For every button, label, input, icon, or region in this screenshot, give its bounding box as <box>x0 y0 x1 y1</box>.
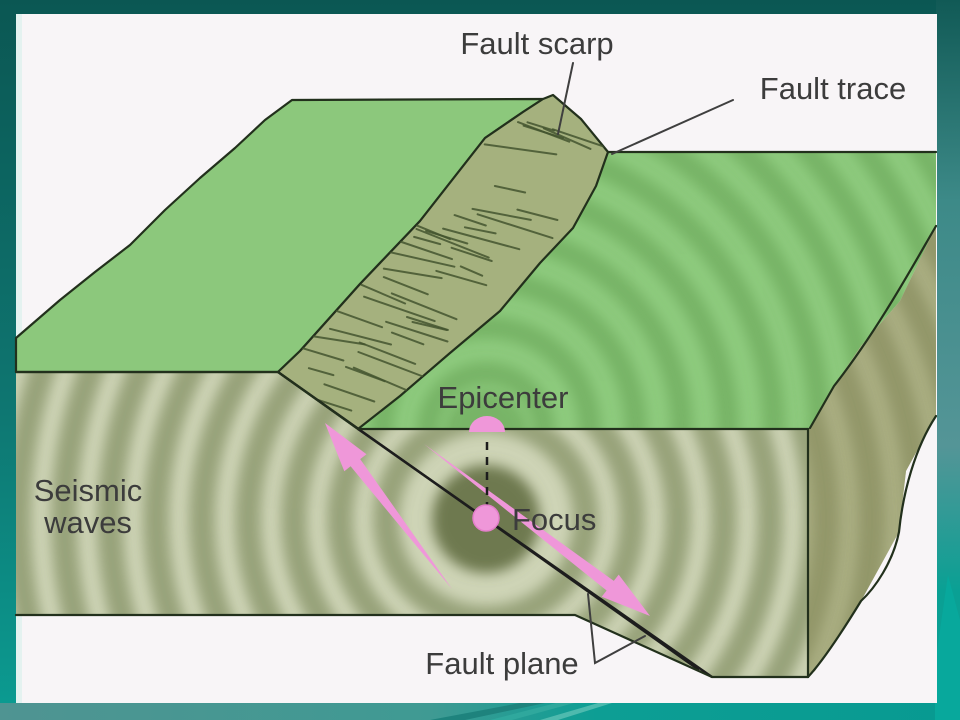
seismic-waves-label-line1: Seismic <box>34 473 143 508</box>
fault-plane-lower-line <box>357 428 713 678</box>
scarp-hatch-stroke <box>450 246 493 262</box>
seismic-wave-ring <box>371 316 601 429</box>
bottom-streak-dark <box>430 703 545 720</box>
bottom-streak-mid <box>490 703 574 720</box>
scarp-hatch-stroke <box>415 228 490 259</box>
fault-scarp-leader-line <box>557 62 574 135</box>
fault-scarp-label: Fault scarp <box>460 26 613 61</box>
scarp-hatch-stroke <box>551 128 608 156</box>
scarp-hatch-stroke <box>399 240 453 261</box>
section-top-edge <box>14 370 810 431</box>
fault-trace-leader-line <box>611 99 734 155</box>
scarp-hatch-stroke <box>390 331 425 346</box>
scarp-hatch-stroke <box>357 351 431 380</box>
leader-lines <box>557 62 734 665</box>
diagram-labels: Fault scarp Fault trace Epicenter Focus … <box>34 26 906 681</box>
motion-arrows <box>325 423 650 616</box>
epicenter-label: Epicenter <box>438 380 569 415</box>
epicenter-mound-shading <box>444 392 528 429</box>
scarp-hatch-stroke <box>442 227 521 251</box>
scarp-hatch-stroke <box>382 267 443 280</box>
scarp-hatch-stroke <box>307 367 335 377</box>
scarp-hatch-stroke <box>483 143 558 156</box>
scarp-hatch-stroke <box>516 208 559 221</box>
scarp-hatch-stroke <box>493 185 527 194</box>
down-right-motion-arrow <box>424 444 650 616</box>
scarp-hatch-stroke <box>459 265 484 277</box>
scarp-hatch-stroke <box>363 295 436 323</box>
seismic-wave-ring <box>189 372 783 677</box>
scarp-hatch-stroke <box>476 213 554 240</box>
scarp-hatch-stroke <box>329 327 392 346</box>
surface-rightface-boundary <box>808 224 938 430</box>
scarp-hatch-stroke <box>453 214 487 227</box>
scarp-hatch-stroke <box>406 316 449 331</box>
rightface-wavy-edge <box>806 414 938 679</box>
focus-marker <box>472 504 500 532</box>
scarp-hatch-stroke <box>298 346 345 362</box>
scarp-hatch-stroke <box>385 320 449 343</box>
fault-plane-label: Fault plane <box>425 646 578 681</box>
epicenter-marker <box>469 416 505 432</box>
seismic-waves-label-line2: waves <box>43 505 132 540</box>
scarp-hatch-stroke <box>435 269 488 287</box>
seismic-wave-ring <box>281 372 691 677</box>
fault-plane-leader-lines <box>587 593 646 665</box>
seismic-wave-ring <box>235 372 737 677</box>
scarp-hatch-stroke <box>463 226 497 235</box>
corner-accent-shape <box>935 575 960 720</box>
scarp-hatch-stroke <box>413 235 442 246</box>
scarp-hatch-stroke <box>542 127 592 150</box>
fault-trace-label: Fault trace <box>760 71 906 106</box>
seismic-wave-ring <box>143 372 808 677</box>
scarp-hatch-stroke <box>358 341 417 365</box>
scarp-hatch-stroke <box>345 365 386 383</box>
up-left-motion-arrow <box>325 423 452 589</box>
seismic-wave-ring <box>808 226 839 677</box>
bottom-streak-light <box>540 703 612 720</box>
seismic-wave-ring <box>417 362 555 429</box>
scarp-hatch-stroke <box>425 229 469 245</box>
scarp-hatch-stroke <box>382 276 429 296</box>
seismic-wave-ring <box>97 372 808 677</box>
scarp-hatch-stroke <box>522 124 564 140</box>
block-outlines <box>14 150 938 679</box>
scarp-hatch-stroke <box>380 249 456 268</box>
scarp-hatch-stroke <box>471 207 532 221</box>
focus-label: Focus <box>512 502 596 537</box>
seismic-wave-ring <box>16 372 808 677</box>
scarp-hatch-stroke <box>526 121 556 132</box>
scarp-hatch-stroke <box>323 383 376 403</box>
seismic-wave-ring <box>51 372 808 677</box>
scarp-hatch-stroke <box>360 283 407 305</box>
seismic-wave-ring <box>808 226 885 677</box>
section-bottom-edge <box>14 613 810 679</box>
scarp-hatching <box>284 121 608 412</box>
scarp-hatch-stroke <box>390 292 458 321</box>
